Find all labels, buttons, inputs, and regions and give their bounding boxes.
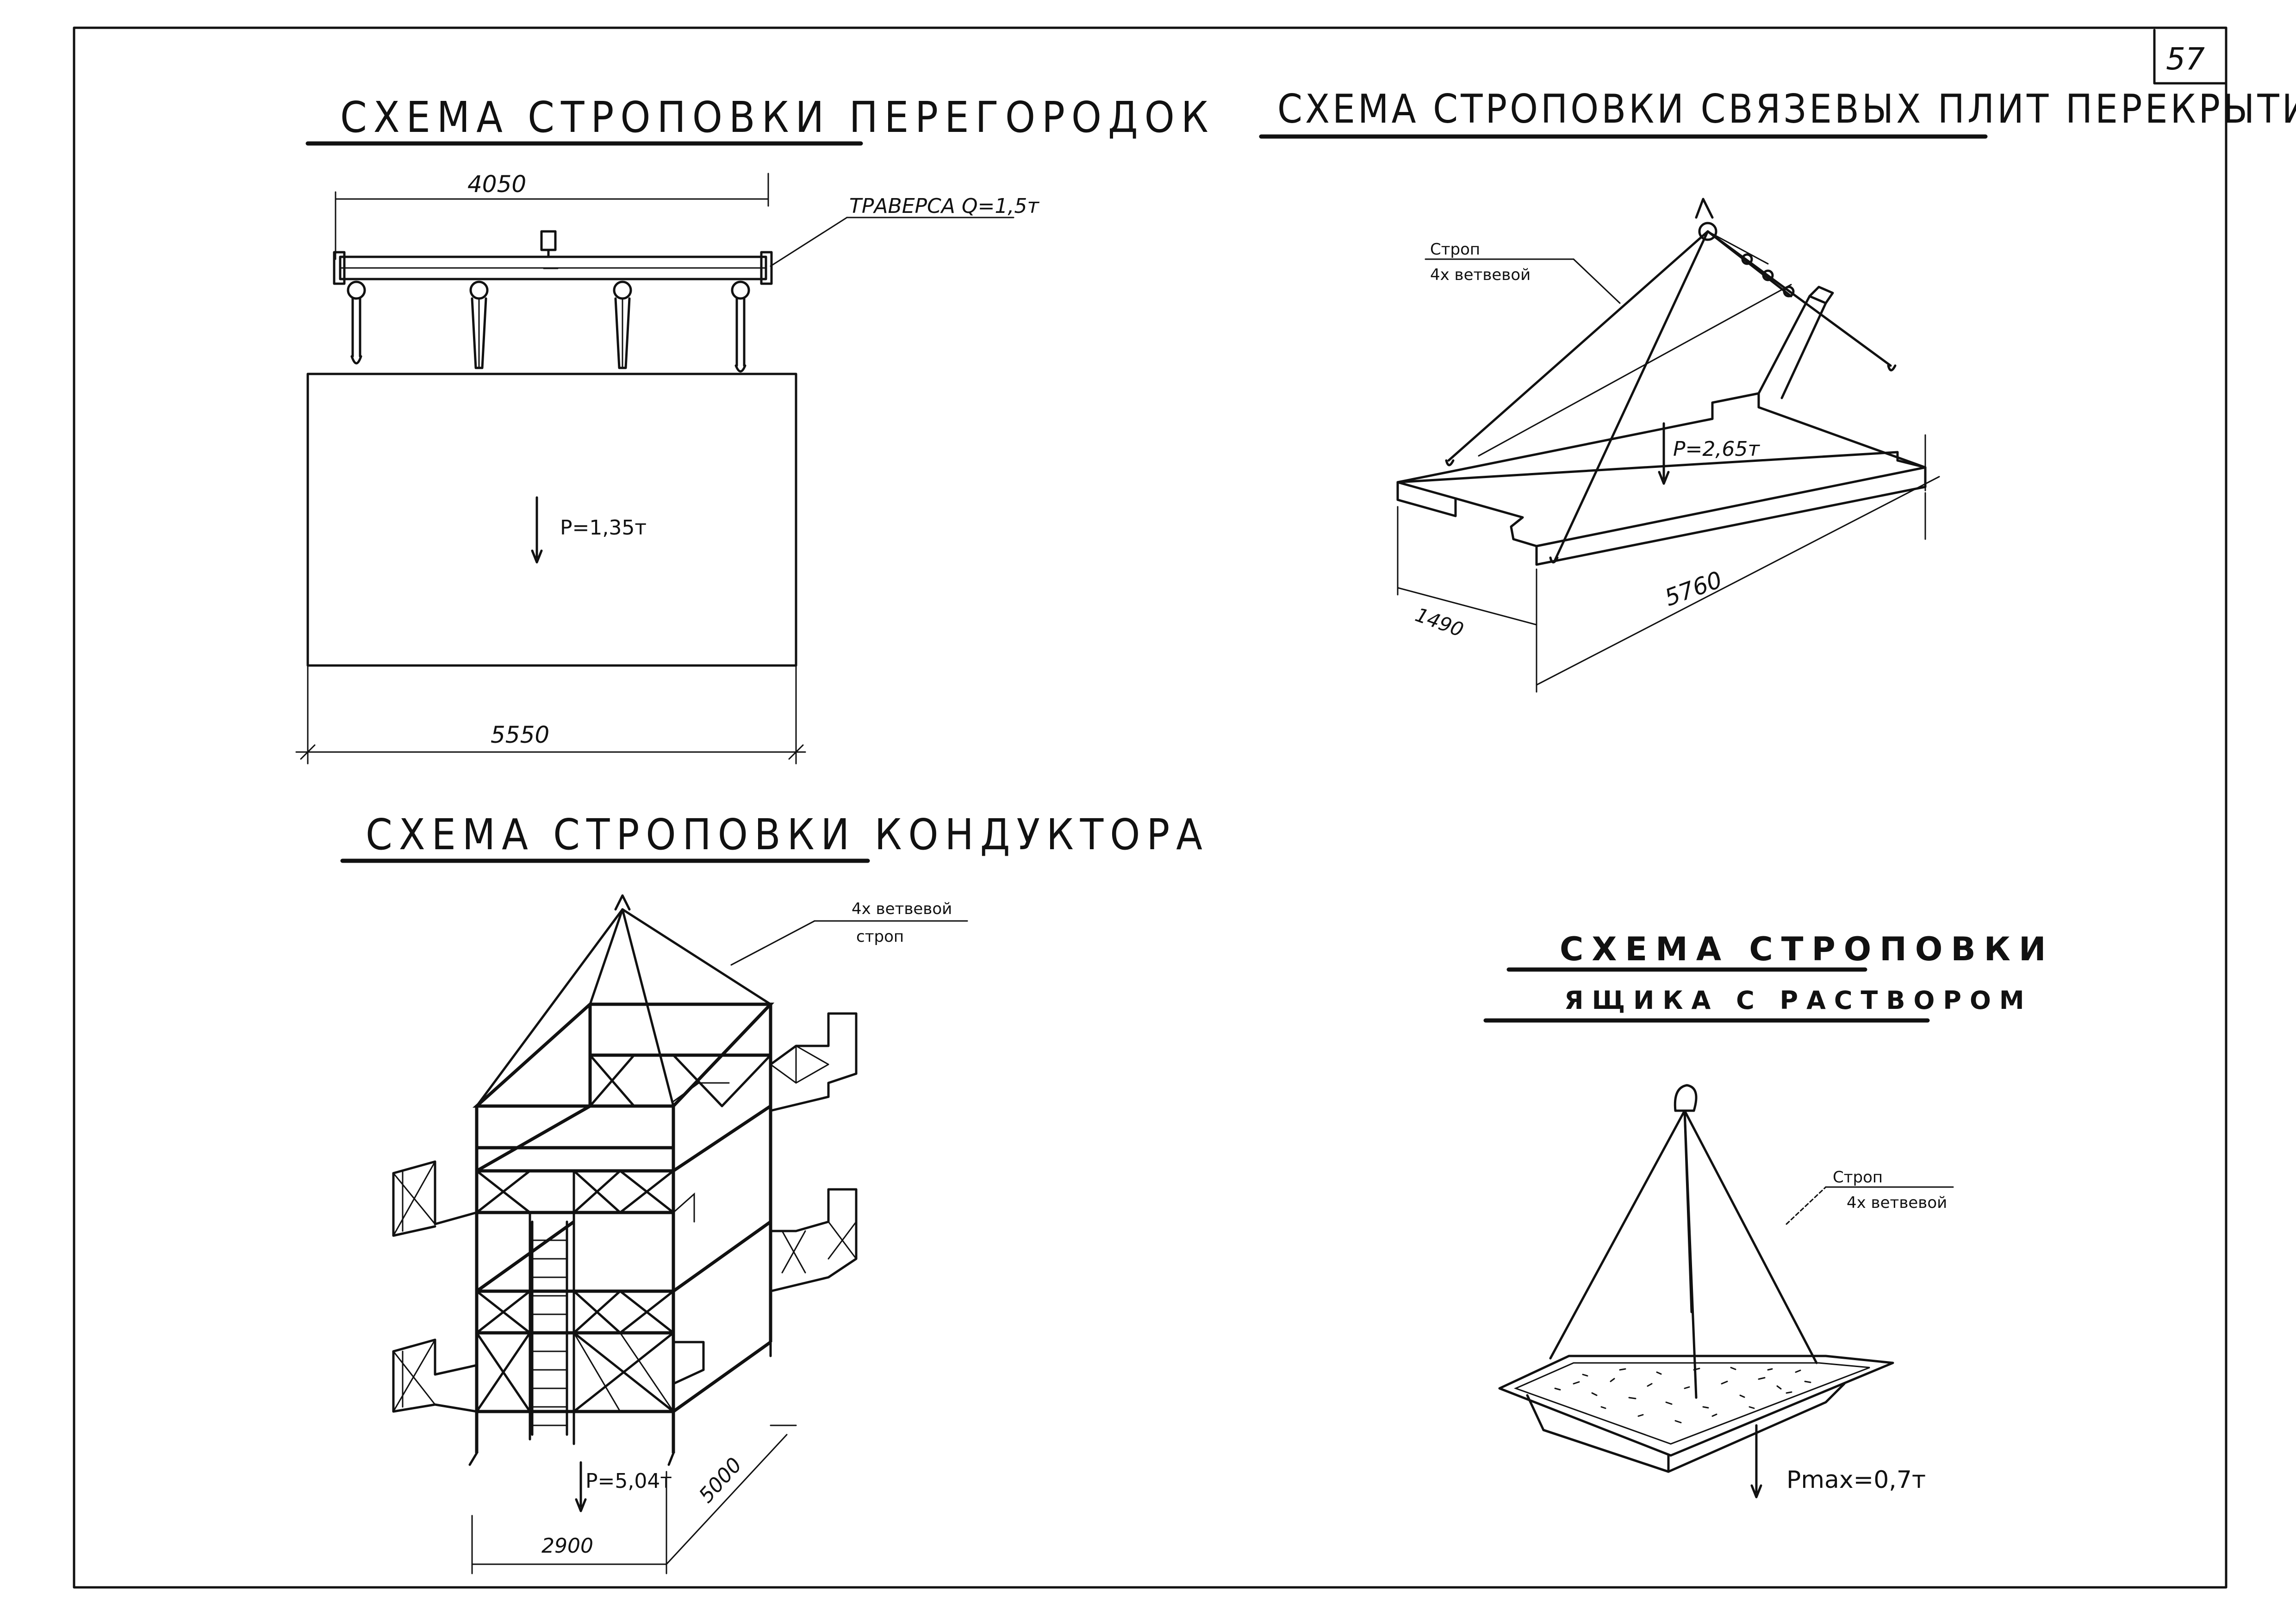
slabs-width-dimension: 1490 — [1412, 603, 1467, 641]
conductor-sling-label-1: 4х ветвевой — [852, 900, 952, 918]
conductor-load-label: Р=5,04т — [585, 1469, 672, 1493]
partitions-diagram: СХЕМА СТРОПОВКИ ПЕРЕГОРОДОК 4050 — [295, 93, 1215, 765]
box-slings — [1549, 1084, 1818, 1399]
traverse-label: ТРАВЕРСА Q=1,5т — [849, 194, 1039, 218]
conductor-depth-dimension: 5000 — [694, 1453, 747, 1507]
dimension-line — [1397, 587, 1537, 626]
dimension-line — [666, 1434, 788, 1565]
traverse-leader — [770, 217, 848, 267]
slabs-title: СХЕМА СТРОПОВКИ СВЯЗЕВЫХ ПЛИТ ПЕРЕКРЫТИЯ — [1277, 86, 2296, 132]
conductor-diagram: СХЕМА СТРОПОВКИ КОНДУКТОРА 4х ветвевой с… — [340, 810, 1209, 1574]
conductor-sling-label-2: строп — [856, 927, 904, 946]
partition-panel — [306, 373, 797, 667]
sheet-frame — [73, 26, 2228, 1589]
slab-slings — [1445, 198, 1897, 564]
dimension-line — [1536, 476, 1940, 686]
slabs-sling-label-1: Строп — [1430, 240, 1480, 259]
box-diagram: СХЕМА СТРОПОВКИ ЯЩИКА С РАСТВОРОМ Строп … — [1483, 930, 2054, 1499]
conductor-frame — [392, 1002, 858, 1466]
partitions-top-dimension: 4050 — [467, 171, 526, 198]
box-sling-label-2: 4х ветвевой — [1847, 1194, 1947, 1212]
box-title-2: ЯЩИКА С РАСТВОРОМ — [1564, 986, 2033, 1015]
box-load-label: Рmax=0,7т — [1786, 1466, 1926, 1494]
box-sling-label-1: Строп — [1833, 1168, 1883, 1187]
sheet-number-box: 57 — [2153, 29, 2228, 85]
box-title-1: СХЕМА СТРОПОВКИ — [1560, 930, 2054, 968]
traverse-beam — [333, 230, 773, 285]
mortar-box — [1498, 1355, 1894, 1473]
partitions-bottom-dimension: 5550 — [491, 721, 549, 748]
slabs-sling-label-2: 4х ветвевой — [1430, 266, 1531, 284]
partitions-title: СХЕМА СТРОПОВКИ ПЕРЕГОРОДОК — [340, 93, 1215, 142]
conductor-width-dimension: 2900 — [541, 1534, 593, 1558]
slabs-diagram: СХЕМА СТРОПОВКИ СВЯЗЕВЫХ ПЛИТ ПЕРЕКРЫТИЯ — [1259, 86, 2296, 693]
floor-slab — [1396, 286, 1927, 566]
conductor-slings — [475, 894, 772, 1107]
traverse-hangers — [347, 280, 750, 373]
sheet-number: 57 — [2166, 41, 2205, 77]
slabs-load-label: Р=2,65т — [1673, 437, 1760, 461]
conductor-title: СХЕМА СТРОПОВКИ КОНДУКТОРА — [366, 810, 1209, 859]
partitions-load-label: Р=1,35т — [560, 516, 647, 540]
slabs-length-dimension: 5760 — [1661, 566, 1725, 611]
